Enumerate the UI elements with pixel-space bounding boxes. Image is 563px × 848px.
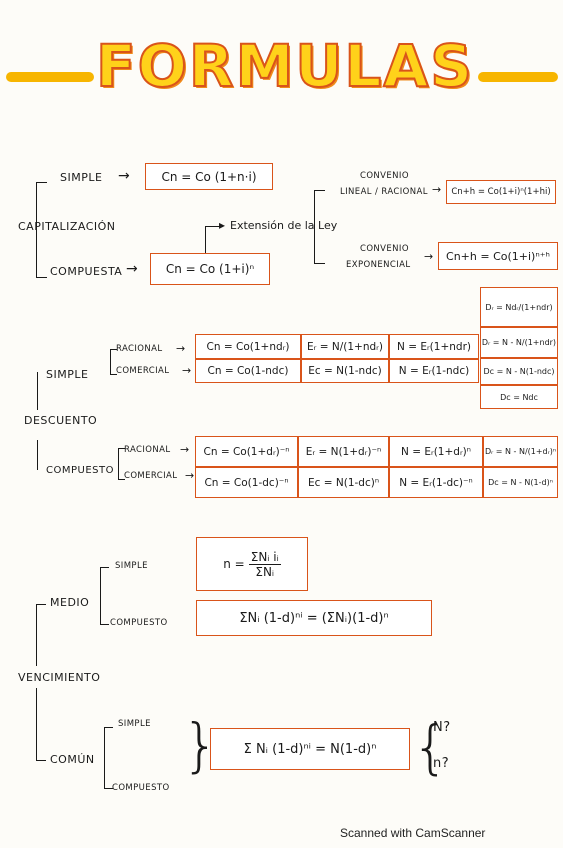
- arrow-icon: →: [182, 364, 192, 377]
- desc-side-top: Dᵣ = Ndᵣ/(1+ndr): [480, 287, 558, 327]
- desc-comp-comercial-d: Dc = N - N(1-d)ⁿ: [483, 467, 558, 498]
- venc-comun-brace: [104, 727, 113, 789]
- desc-comp-comercial-cn: Cn = Co(1-dc)⁻ⁿ: [195, 467, 298, 498]
- desc-simple-comercial-cn: Cn = Co(1-ndc): [195, 359, 301, 383]
- arrow-icon: →: [180, 443, 190, 456]
- arrow-icon: →: [424, 250, 434, 263]
- desc-simple-racional-d: Dᵣ = N - N/(1+ndr): [480, 327, 558, 358]
- convenio-exp-line1: CONVENIO: [360, 244, 409, 254]
- desc-simple-racional-n: N = Eᵣ(1+ndr): [389, 334, 479, 359]
- desc-simple-comercial-n: N = Eᵣ(1-ndc): [389, 359, 479, 383]
- convenio-exp-line2: EXPONENCIAL: [346, 260, 411, 270]
- descuento-connector: [37, 372, 39, 410]
- arrow-icon: ▸: [219, 218, 226, 232]
- desc-compuesto-label: COMPUESTO: [46, 465, 114, 476]
- vencimiento-connector: [36, 604, 46, 606]
- desc-simple-brace: [110, 349, 117, 375]
- convenio-lineal-line2: LINEAL / RACIONAL: [340, 187, 428, 197]
- venc-medio-simple-num: ΣNᵢ iᵢ: [248, 549, 281, 565]
- venc-medio-compuesto-formula: ΣNᵢ (1-d)ⁿⁱ = (ΣNᵢ)(1-d)ⁿ: [196, 600, 432, 636]
- venc-medio-simple-formula: n = ΣNᵢ iᵢ ΣNᵢ: [196, 537, 308, 591]
- extension-connector: [205, 226, 223, 228]
- convenio-lineal-line1: CONVENIO: [360, 171, 409, 181]
- opening-brace-icon: {: [412, 713, 449, 781]
- desc-simple-comercial-e: Ec = N(1-ndc): [301, 359, 389, 383]
- venc-medio-compuesto-label: COMPUESTO: [110, 618, 168, 628]
- venc-comun-simple-label: SIMPLE: [118, 719, 151, 729]
- convenio-lineal-formula: Cn+h = Co(1+i)ⁿ(1+hi): [446, 180, 556, 204]
- vencimiento-label: VENCIMIENTO: [18, 671, 101, 684]
- venc-medio-simple-den: ΣNᵢ: [255, 564, 275, 579]
- venc-medio-label: MEDIO: [50, 596, 90, 609]
- title-bar-right: [478, 72, 558, 82]
- desc-simple-comercial-d: Dc = N - N(1-ndc): [480, 358, 558, 385]
- vencimiento-connector: [36, 604, 38, 666]
- question-n-upper: N?: [433, 720, 451, 735]
- desc-compuesto-racional-label: RACIONAL: [124, 445, 171, 455]
- desc-simple-comercial-label: COMERCIAL: [116, 366, 170, 376]
- desc-comp-racional-e: Eᵣ = N(1+dᵣ)⁻ⁿ: [298, 436, 389, 467]
- capitalizacion-brace: [36, 182, 47, 278]
- desc-comp-racional-n: N = Eᵣ(1+dᵣ)ⁿ: [389, 436, 483, 467]
- title-bar-left: [6, 72, 94, 82]
- venc-medio-brace: [100, 567, 109, 625]
- arrow-icon: →: [118, 168, 131, 184]
- fraction: ΣNᵢ iᵢ ΣNᵢ: [248, 549, 281, 579]
- venc-comun-formula: Σ Nᵢ (1-d)ⁿⁱ = N(1-d)ⁿ: [210, 728, 410, 770]
- descuento-connector: [37, 440, 39, 470]
- capitalizacion-label: CAPITALIZACIÓN: [18, 220, 116, 233]
- extension-label: Extensión de la Ley: [230, 219, 338, 232]
- venc-comun-compuesto-label: COMPUESTO: [112, 783, 170, 793]
- venc-medio-simple-lhs: n =: [223, 557, 245, 571]
- desc-simple-label: SIMPLE: [46, 368, 89, 381]
- cap-simple-formula: Cn = Co (1+n·i): [145, 163, 273, 190]
- venc-medio-simple-label: SIMPLE: [115, 561, 148, 571]
- cap-compuesta-label: COMPUESTA: [50, 265, 123, 278]
- arrow-icon: →: [432, 183, 442, 196]
- title-banner: FORMULAS: [0, 28, 563, 118]
- desc-compuesto-brace: [118, 448, 125, 480]
- cap-simple-label: SIMPLE: [60, 171, 103, 184]
- desc-simple-racional-label: RACIONAL: [116, 344, 163, 354]
- venc-comun-label: COMÚN: [50, 753, 95, 766]
- arrow-icon: →: [185, 469, 195, 482]
- descuento-label: DESCUENTO: [24, 414, 98, 427]
- extension-connector: [205, 226, 207, 253]
- arrow-icon: →: [176, 342, 186, 355]
- convenio-brace: [314, 190, 325, 264]
- page-title: FORMULAS: [95, 31, 475, 101]
- desc-simple-racional-cn: Cn = Co(1+ndᵣ): [195, 334, 301, 359]
- arrow-icon: →: [126, 261, 139, 277]
- desc-comp-racional-d: Dᵣ = N - N/(1+dᵣ)ⁿ: [483, 436, 558, 467]
- desc-comp-comercial-e: Ec = N(1-dc)ⁿ: [298, 467, 389, 498]
- vencimiento-connector: [36, 688, 38, 760]
- vencimiento-connector: [36, 760, 46, 762]
- desc-compuesto-comercial-label: COMERCIAL: [124, 471, 178, 481]
- desc-comp-comercial-n: N = Eᵣ(1-dc)⁻ⁿ: [389, 467, 483, 498]
- question-n-lower: n?: [433, 756, 450, 771]
- desc-side-bottom: Dc = Ndc: [480, 385, 558, 409]
- desc-comp-racional-cn: Cn = Co(1+dᵣ)⁻ⁿ: [195, 436, 298, 467]
- desc-simple-racional-e: Eᵣ = N/(1+ndᵣ): [301, 334, 389, 359]
- cap-compuesta-formula: Cn = Co (1+i)ⁿ: [150, 253, 270, 285]
- scanner-watermark: Scanned with CamScanner: [340, 826, 486, 840]
- convenio-exp-formula: Cn+h = Co(1+i)ⁿ⁺ʰ: [438, 242, 558, 270]
